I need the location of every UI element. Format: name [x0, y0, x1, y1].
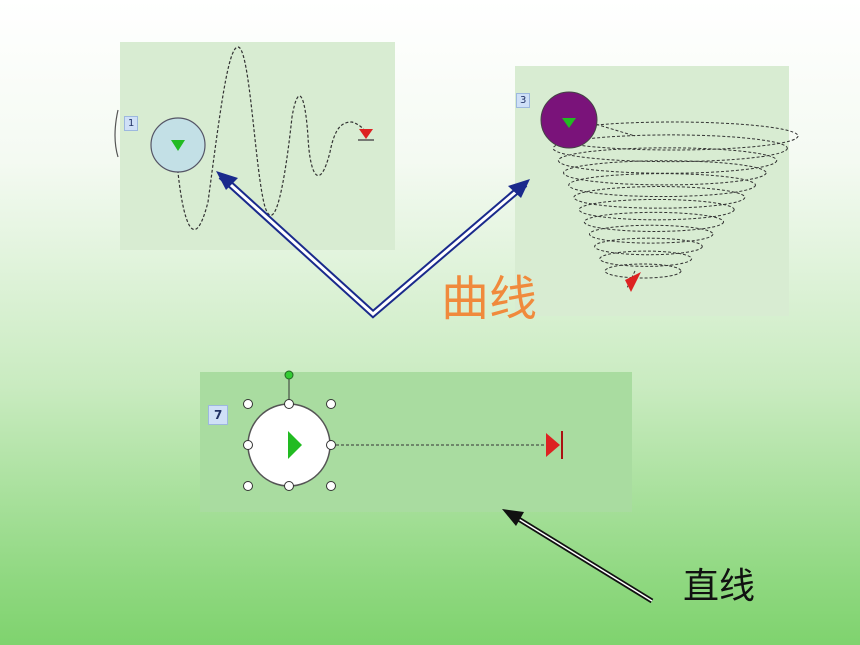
wave-motion-path[interactable] — [175, 46, 367, 231]
spiral-ring — [588, 224, 714, 244]
spiral-ring — [547, 121, 799, 151]
blue-arrowhead-right — [508, 179, 530, 198]
line-panel-badge: 7 — [208, 405, 229, 425]
wave-path-drawing — [114, 46, 374, 231]
wave-path-panel[interactable]: 1 — [114, 42, 395, 250]
line-end-marker — [546, 433, 560, 457]
spiral-start-marker — [562, 118, 576, 128]
spiral-lead-in — [581, 119, 636, 137]
spiral-end-marker — [625, 272, 641, 292]
spiral-panel-badge: 3 — [516, 93, 531, 108]
line-path-drawing — [243, 370, 563, 491]
spiral-ring — [583, 211, 725, 232]
blue-arrowhead-left — [216, 171, 238, 190]
spiral-path-drawing — [540, 91, 799, 292]
partial-circle-edge — [114, 109, 119, 158]
line-path-panel[interactable]: 7 — [200, 370, 632, 512]
spiral-ring — [578, 198, 735, 221]
spiral-ring — [599, 250, 693, 267]
black-arrow-inner — [511, 514, 653, 602]
spiral-ring — [552, 134, 788, 163]
spiral-path-panel[interactable]: 3 — [515, 66, 799, 316]
spiral-ring — [604, 263, 682, 279]
line-start-marker — [288, 431, 302, 459]
black-arrowhead — [502, 509, 524, 526]
spiral-ring — [573, 186, 746, 209]
curve-label: 曲线 — [441, 271, 538, 327]
spiral-ring — [594, 237, 703, 256]
straight-label: 直线 — [683, 566, 756, 607]
wave-panel-badge: 1 — [124, 116, 139, 131]
blue-arrow-inner — [219, 174, 526, 316]
spiral-ring — [568, 173, 756, 198]
rotation-handle[interactable] — [284, 370, 294, 380]
wave-end-marker — [359, 129, 373, 139]
selection-handles[interactable] — [243, 399, 336, 491]
wave-start-marker — [171, 140, 185, 151]
